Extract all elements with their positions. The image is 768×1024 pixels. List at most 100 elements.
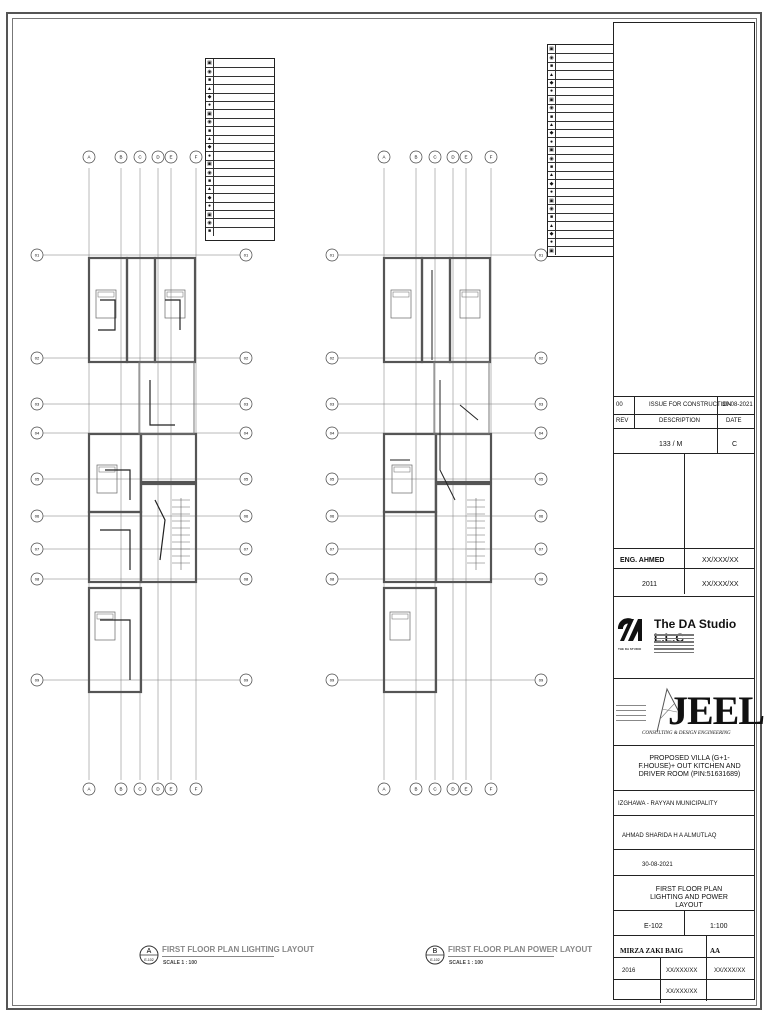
drawing-inner-border xyxy=(12,18,757,1006)
legend-symbol-icon: ◉ xyxy=(548,104,556,113)
legend-row: ■ xyxy=(206,226,274,236)
legend-row: ◉ xyxy=(548,103,613,113)
grid-label-col: B xyxy=(119,787,122,792)
legend-symbol-icon: ● xyxy=(548,238,556,247)
grid-bubble-col xyxy=(164,150,178,164)
legend-symbol-icon: ● xyxy=(548,137,556,147)
project-title-row: PROPOSED VILLA (G+1-F.HOUSE)+ OUT KITCHE… xyxy=(614,745,754,790)
legend-symbol-icon: ▣ xyxy=(548,95,556,105)
grid-label-row: 07 xyxy=(539,547,544,552)
legend-symbol-icon: ◆ xyxy=(206,143,214,152)
grid-label-col: B xyxy=(119,155,122,160)
room xyxy=(382,510,438,584)
marker-ref-b: E-102 xyxy=(430,958,439,962)
grid-label-col: F xyxy=(490,787,493,792)
legend-symbol-icon: ▣ xyxy=(548,196,556,205)
grid-label-row: 08 xyxy=(330,577,335,582)
room xyxy=(434,482,493,584)
plan-scale-text: SCALE 1 : 100 xyxy=(449,960,483,966)
grid-label-row: 05 xyxy=(244,477,249,482)
legend-row: ▲ xyxy=(206,134,274,144)
grid-bubble-row xyxy=(325,572,339,586)
grid-label-col: F xyxy=(195,787,198,792)
legend-symbol-icon: ■ xyxy=(548,213,556,222)
drawing-number-row: E-102 1:100 xyxy=(614,910,754,936)
legend-symbol-icon: ▣ xyxy=(206,210,214,219)
power-circuit xyxy=(439,380,456,501)
lighting-circuit xyxy=(100,529,131,570)
grid-label-row: 01 xyxy=(330,253,335,258)
room xyxy=(434,432,493,484)
legend-symbol-icon: ▲ xyxy=(548,70,556,80)
legend-row: ◉ xyxy=(548,53,613,63)
legend-symbol-icon: ◉ xyxy=(548,204,556,214)
grid-bubble-col xyxy=(82,150,96,164)
grid-bubble-col xyxy=(459,782,473,796)
grid-bubble-row xyxy=(534,572,548,586)
legend-row: ▣ xyxy=(548,45,613,54)
grid-label-row: 09 xyxy=(330,678,335,683)
grid-label-col: C xyxy=(433,787,437,792)
grid-label-row: 02 xyxy=(539,356,544,361)
bed xyxy=(459,289,481,319)
bed xyxy=(95,289,117,319)
section-marker-a: A E-102 xyxy=(139,945,159,965)
legend-row: ◉ xyxy=(206,168,274,177)
legend-symbol-icon: ▣ xyxy=(206,109,214,119)
grid-label-col: C xyxy=(138,787,142,792)
grid-label-col: B xyxy=(414,787,417,792)
lighting-circuit xyxy=(165,299,181,330)
jeel-logo-row: JEEL CONSULTING & DESIGN ENGINEERING xyxy=(614,678,765,768)
legend-row: ▣ xyxy=(548,145,613,155)
jeel-caption: CONSULTING & DESIGN ENGINEERING xyxy=(642,731,731,736)
legend-row: ◉ xyxy=(548,204,613,214)
grid-bubble-row xyxy=(239,673,253,687)
room xyxy=(125,256,157,364)
grid-bubble-row xyxy=(325,542,339,556)
corridor xyxy=(138,361,195,435)
legend-symbol-icon: ◉ xyxy=(206,67,214,77)
grid-bubble-col xyxy=(114,782,128,796)
grid-label-row: 05 xyxy=(35,477,40,482)
legend-row: ▣ xyxy=(548,95,613,105)
grid-label-row: 09 xyxy=(35,678,40,683)
grid-bubble-row xyxy=(239,472,253,486)
grid-bubble-row xyxy=(325,351,339,365)
code-1: XX/XXX/XX xyxy=(666,968,698,974)
grid-bubble-col xyxy=(428,150,442,164)
legend-row: ▣ xyxy=(206,109,274,119)
grid-bubble-col xyxy=(133,150,147,164)
legend-row: ▣ xyxy=(206,59,274,68)
grid-bubble-row xyxy=(30,248,44,262)
legend-row: ▲ xyxy=(548,221,613,231)
technical-manager: ENG. AHMED xyxy=(620,557,665,564)
stamp-row xyxy=(614,453,754,549)
location-row: IZGHAWA - RAYYAN MUNICIPALITY xyxy=(614,790,754,815)
grid-label-row: 05 xyxy=(539,477,544,482)
grid-bubble-row xyxy=(30,426,44,440)
bed xyxy=(164,289,186,319)
client-row: AHMAD SHARIDA H A ALMUTLAQ xyxy=(614,815,754,847)
legend-row: ◆ xyxy=(548,179,613,189)
grid-label-row: 03 xyxy=(330,402,335,407)
grid-bubble-col xyxy=(377,782,391,796)
grid-bubble-row xyxy=(534,351,548,365)
plan-title-text: FIRST FLOOR PLAN POWER LAYOUT xyxy=(448,945,593,954)
legend-symbol-icon: ◆ xyxy=(206,93,214,102)
legend-row: ▲ xyxy=(548,170,613,180)
lighting-legend: ▣◉■▲◆●▣◉■▲◆●▣◉■▲◆●▣◉■ xyxy=(205,58,275,241)
date-row: 30-08-2021 xyxy=(614,849,754,875)
grid-bubble-row xyxy=(239,248,253,262)
plan-scale-text: SCALE 1 : 100 xyxy=(163,960,197,966)
legend-symbol-icon: ▲ xyxy=(206,185,214,194)
grade: C xyxy=(732,441,738,448)
legend-row: ◉ xyxy=(206,67,274,77)
marker-letter-a: A xyxy=(147,948,152,955)
legend-symbol-icon: ▲ xyxy=(548,121,556,130)
grid-bubble-col xyxy=(189,782,203,796)
grid-label-row: 02 xyxy=(244,356,249,361)
legend-row: ● xyxy=(548,187,613,197)
grid-bubble-col xyxy=(189,150,203,164)
room xyxy=(448,256,492,364)
